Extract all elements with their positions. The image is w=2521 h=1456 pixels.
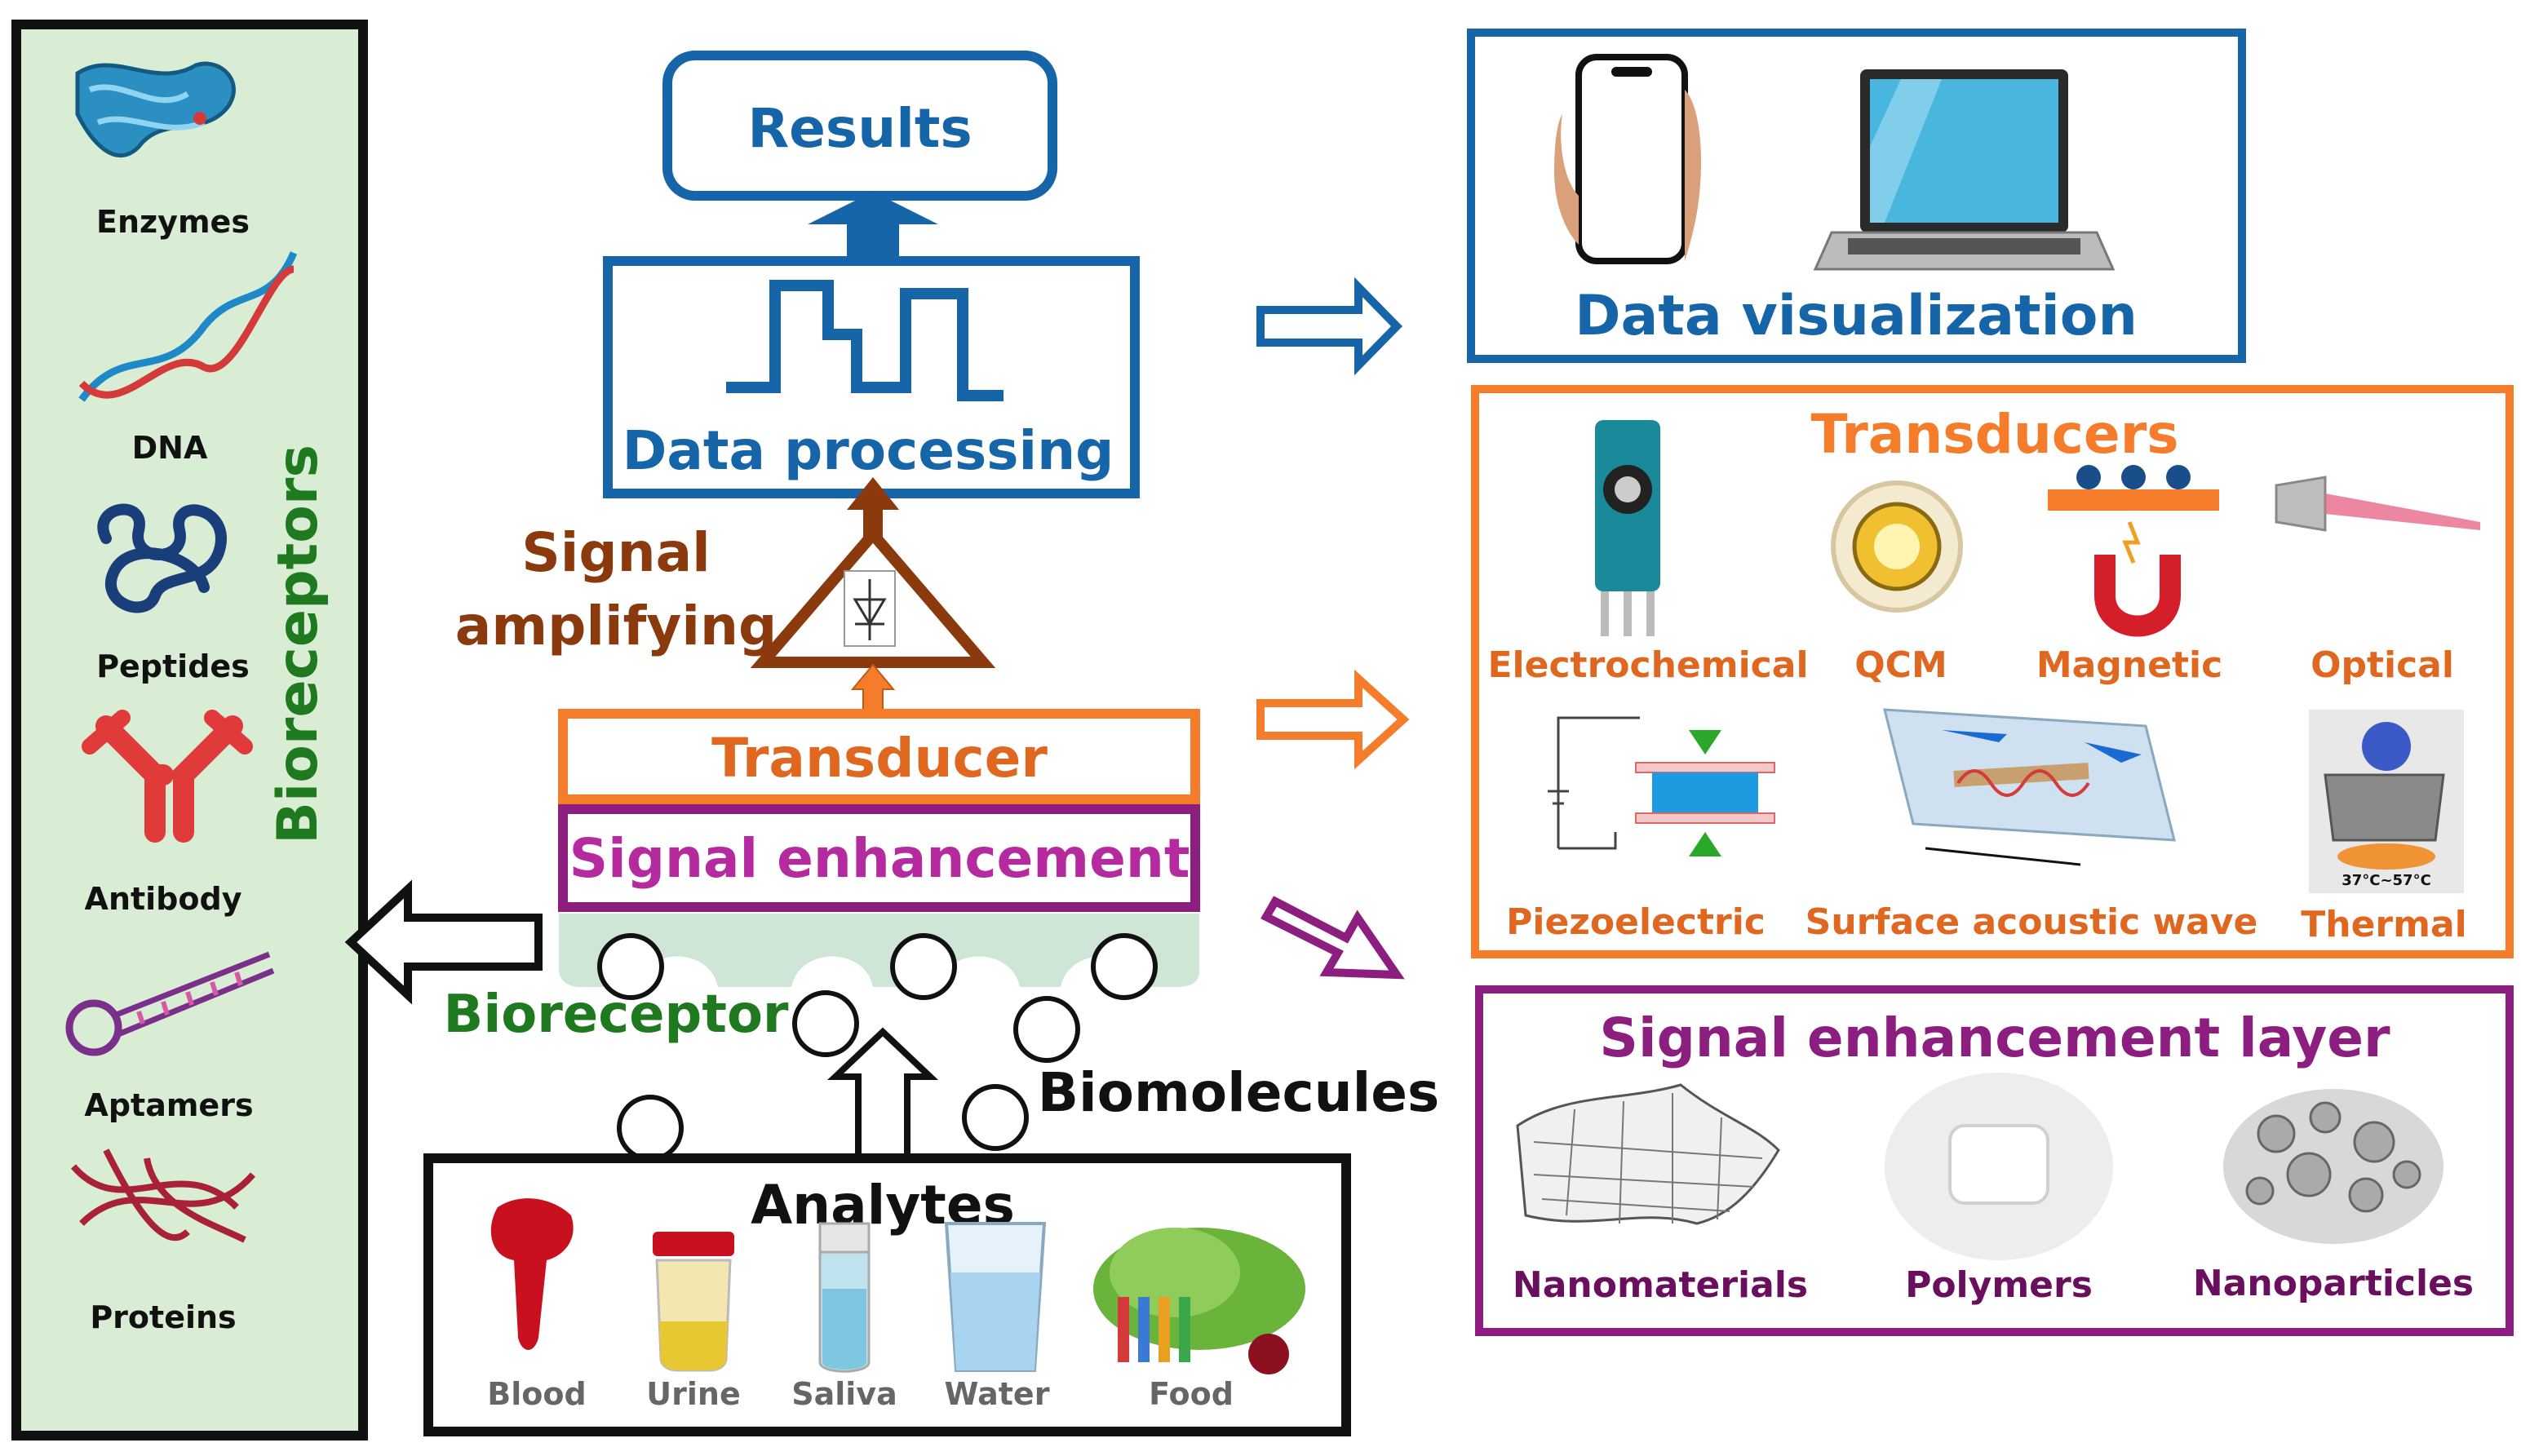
analyte-label: Water: [945, 1376, 1050, 1412]
piezoelectric-icon: [1548, 716, 1775, 856]
magnetic-icon: [2048, 465, 2219, 637]
transducer-label: Magnetic: [2036, 644, 2222, 686]
water-icon: [944, 1222, 1047, 1372]
smartphone-icon: [1554, 54, 1701, 264]
transducer-label: Thermal: [2301, 904, 2467, 945]
data-processing-box: Data processing: [603, 256, 1140, 498]
nanomaterials-icon: [1516, 1083, 1780, 1225]
biomolecules: [597, 933, 1158, 1162]
dna-icon: [78, 251, 298, 402]
bioreceptor-label: DNA: [132, 430, 208, 466]
bioreceptor-label: Enzymes: [96, 204, 250, 240]
analytes-box: Analytes Blood Urine Saliva Water: [423, 1153, 1351, 1436]
bioreceptors-title: Bioreceptors: [266, 445, 330, 844]
bioreceptor-label-main: Bioreceptor: [444, 985, 789, 1045]
analyte-up-arrow: [826, 1027, 939, 1166]
enzyme-icon: [75, 61, 236, 158]
transducer-label: Optical: [2311, 644, 2454, 686]
data-visualization-title: Data visualization: [1575, 284, 2138, 348]
enhancement-label: Nanoparticles: [2193, 1263, 2474, 1304]
urine-icon: [653, 1232, 734, 1372]
transducer-label: QCM: [1854, 644, 1947, 686]
data-visualization-panel: Data visualization: [1467, 29, 2246, 363]
amplifier-icon: [750, 477, 996, 668]
results-label: Results: [747, 97, 972, 160]
optical-icon: [2275, 476, 2480, 532]
bioreceptor-label: Aptamers: [84, 1087, 253, 1123]
data-processing-label: Data processing: [622, 419, 1114, 482]
transducer-up-arrow: [850, 663, 896, 715]
signal-enhancement-label: Signal enhancement: [569, 827, 1190, 890]
thermal-range: 37°C~57°C: [2342, 872, 2431, 889]
bioreceptors-panel: Bioreceptors Enzymes DNA Peptides Antibo…: [11, 20, 368, 1441]
to-transducers-arrow: [1256, 669, 1410, 770]
electrochemical-icon: [1595, 420, 1660, 636]
aptamer-icon: [65, 951, 275, 1056]
enhancement-layer-panel: Signal enhancement layer Nanomaterials P…: [1475, 985, 2514, 1336]
saliva-icon: [818, 1222, 871, 1373]
enhancement-label: Polymers: [1905, 1264, 2093, 1306]
bioreceptor-label: Antibody: [85, 881, 242, 917]
results-box: Results: [662, 51, 1057, 201]
blood-icon: [490, 1198, 574, 1350]
analyte-label: Blood: [487, 1376, 586, 1412]
antibody-icon: [82, 710, 253, 843]
transducer-label: Surface acoustic wave: [1805, 901, 2258, 943]
bioreceptor-layer: [559, 914, 1199, 987]
signal-enhancement-box: Signal enhancement: [558, 804, 1200, 912]
results-arrow: [808, 192, 938, 261]
nanoparticles-icon: [2223, 1089, 2443, 1244]
biomolecules-label: Biomolecules: [1038, 1061, 1440, 1124]
transducer-label: Electrochemical: [1487, 644, 1808, 686]
transducer-label: Piezoelectric: [1506, 901, 1766, 943]
analyte-label: Food: [1149, 1376, 1234, 1412]
thermal-icon: 37°C~57°C: [2309, 710, 2464, 893]
food-icon: [1093, 1228, 1305, 1374]
transducers-title: Transducers: [1810, 403, 2178, 466]
transducers-panel: Transducers Electrochemical QCM Mag: [1471, 385, 2514, 958]
analyte-label: Saliva: [791, 1376, 897, 1412]
bioreceptor-left-arrow: [344, 879, 543, 1005]
signal-amplifying-line2: amplifying: [455, 595, 777, 657]
enhancement-label: Nanomaterials: [1513, 1264, 1808, 1306]
transducer-box: Transducer: [558, 709, 1200, 804]
peptide-icon: [97, 503, 227, 613]
polymers-icon: [1885, 1073, 2113, 1260]
signal-amplifying-line1: Signal: [521, 521, 711, 584]
to-visualization-arrow: [1256, 277, 1402, 376]
qcm-icon: [1831, 480, 1963, 613]
bioreceptor-label: Proteins: [90, 1299, 236, 1335]
protein-icon: [70, 1148, 256, 1243]
transducer-label: Transducer: [711, 727, 1048, 790]
analyte-label: Urine: [646, 1376, 740, 1412]
laptop-icon: [1813, 69, 2116, 271]
bioreceptor-label: Peptides: [96, 648, 250, 684]
to-enhancement-arrow: [1260, 896, 1405, 980]
enhancement-layer-title: Signal enhancement layer: [1599, 1007, 2390, 1069]
saw-icon: [1883, 708, 2176, 866]
